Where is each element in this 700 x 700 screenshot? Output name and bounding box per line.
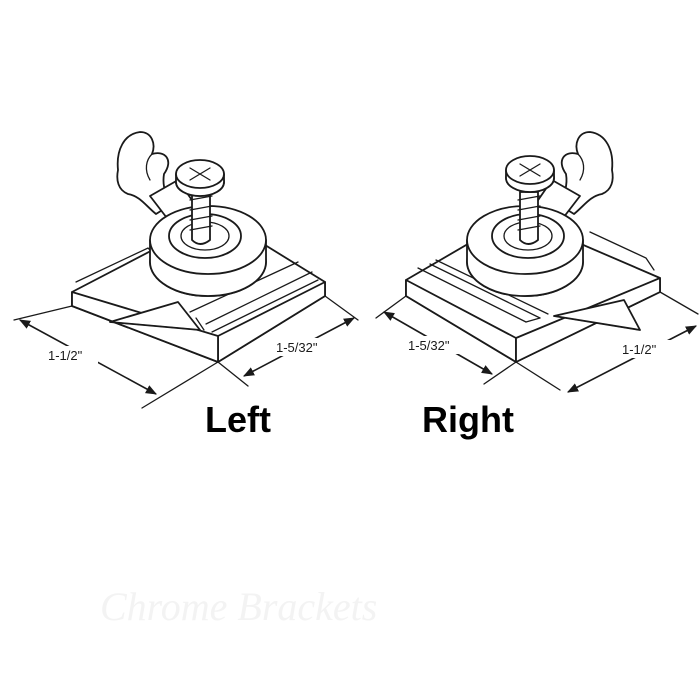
right-caption: Right	[422, 399, 514, 440]
left-width-label: 1-1/2"	[48, 348, 83, 363]
left-bracket-illustration: 1-1/2" 1-5/32"	[13, 131, 359, 409]
left-width-dimension: 1-1/2"	[13, 305, 219, 409]
right-width-label: 1-1/2"	[622, 342, 657, 357]
watermark-text: Chrome Brackets	[100, 584, 377, 629]
right-width-dimension: 1-1/2"	[515, 291, 699, 393]
right-depth-dimension: 1-5/32"	[375, 295, 517, 385]
right-bracket-illustration: 1-5/32" 1-1/2"	[375, 131, 699, 393]
right-depth-label: 1-5/32"	[408, 338, 450, 353]
left-depth-dimension: 1-5/32"	[217, 295, 359, 387]
right-screw	[505, 155, 555, 245]
left-depth-label: 1-5/32"	[276, 340, 318, 355]
left-caption: Left	[205, 399, 271, 440]
left-screw	[175, 159, 225, 245]
